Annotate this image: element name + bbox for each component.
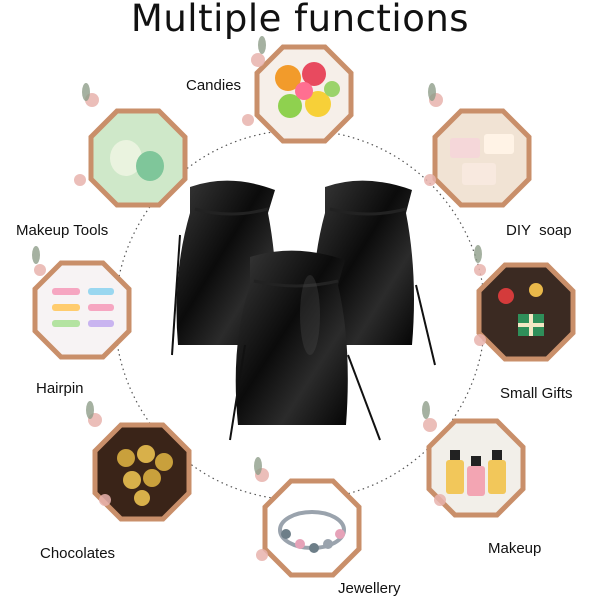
bag-front — [229, 250, 381, 441]
badge-makeup-tools — [88, 108, 188, 208]
bracelet-icon — [262, 478, 362, 578]
label-jewellery: Jewellery — [338, 580, 401, 597]
perfume-icon — [426, 418, 526, 518]
hairpin-icon — [32, 260, 132, 360]
chocolate-icon — [92, 422, 192, 522]
label-makeup: Makeup — [488, 540, 542, 557]
badge-small-gifts — [476, 262, 576, 362]
badge-chocolates — [92, 422, 192, 522]
satin-bags — [171, 180, 436, 441]
makeup-sponge-icon — [88, 108, 188, 208]
candy-icon — [254, 44, 354, 144]
badge-makeup — [426, 418, 526, 518]
badge-jewellery — [262, 478, 362, 578]
badge-hairpin — [32, 260, 132, 360]
label-diy-soap: DIY soap — [506, 222, 572, 239]
label-candies: Candies — [186, 77, 242, 94]
label-chocolates: Chocolates — [40, 545, 116, 562]
soap-icon — [432, 108, 532, 208]
label-small-gifts: Small Gifts — [500, 385, 573, 402]
gift-icon — [476, 262, 576, 362]
badge-candies — [254, 44, 354, 144]
label-makeup-tools: Makeup Tools — [16, 222, 109, 239]
badge-diy-soap — [432, 108, 532, 208]
label-hairpin: Hairpin — [36, 380, 84, 397]
page-title: Multiple functions — [130, 0, 470, 40]
